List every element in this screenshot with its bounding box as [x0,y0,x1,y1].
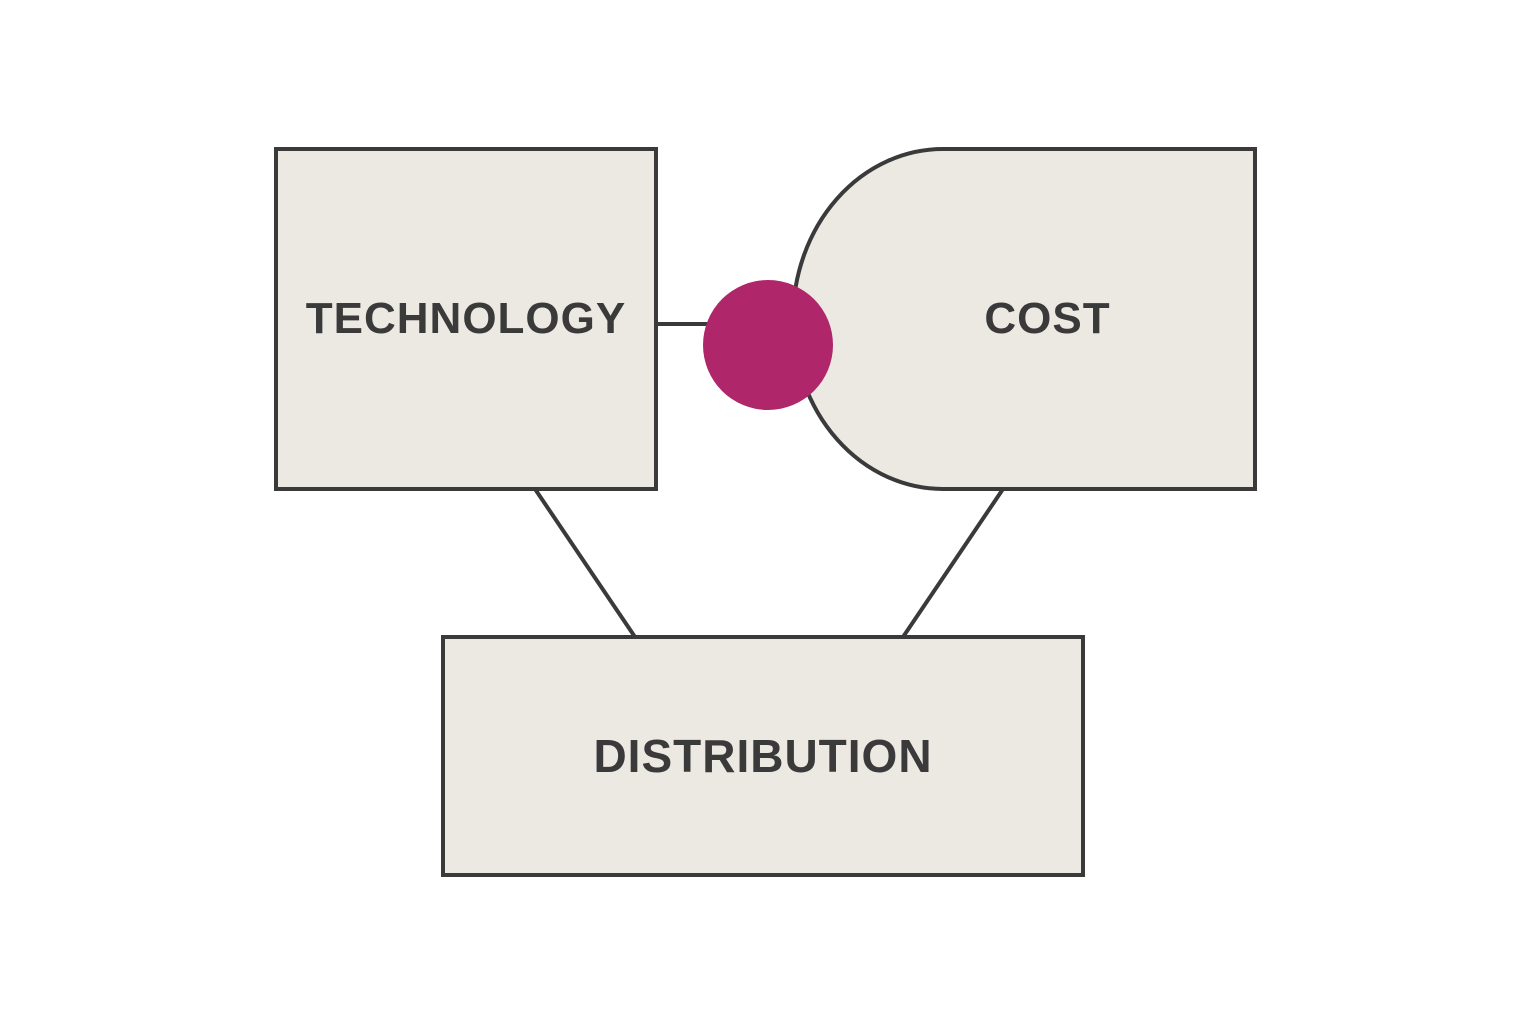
cost-label: COST [984,294,1111,343]
distribution-label: DISTRIBUTION [593,730,933,782]
connector-cost-distribution [901,487,1005,639]
distribution-box [441,635,1085,877]
accent-dot [703,280,833,410]
technology-label: TECHNOLOGY [305,294,627,343]
connector-technology-distribution [533,487,637,639]
technology-box [274,147,658,491]
